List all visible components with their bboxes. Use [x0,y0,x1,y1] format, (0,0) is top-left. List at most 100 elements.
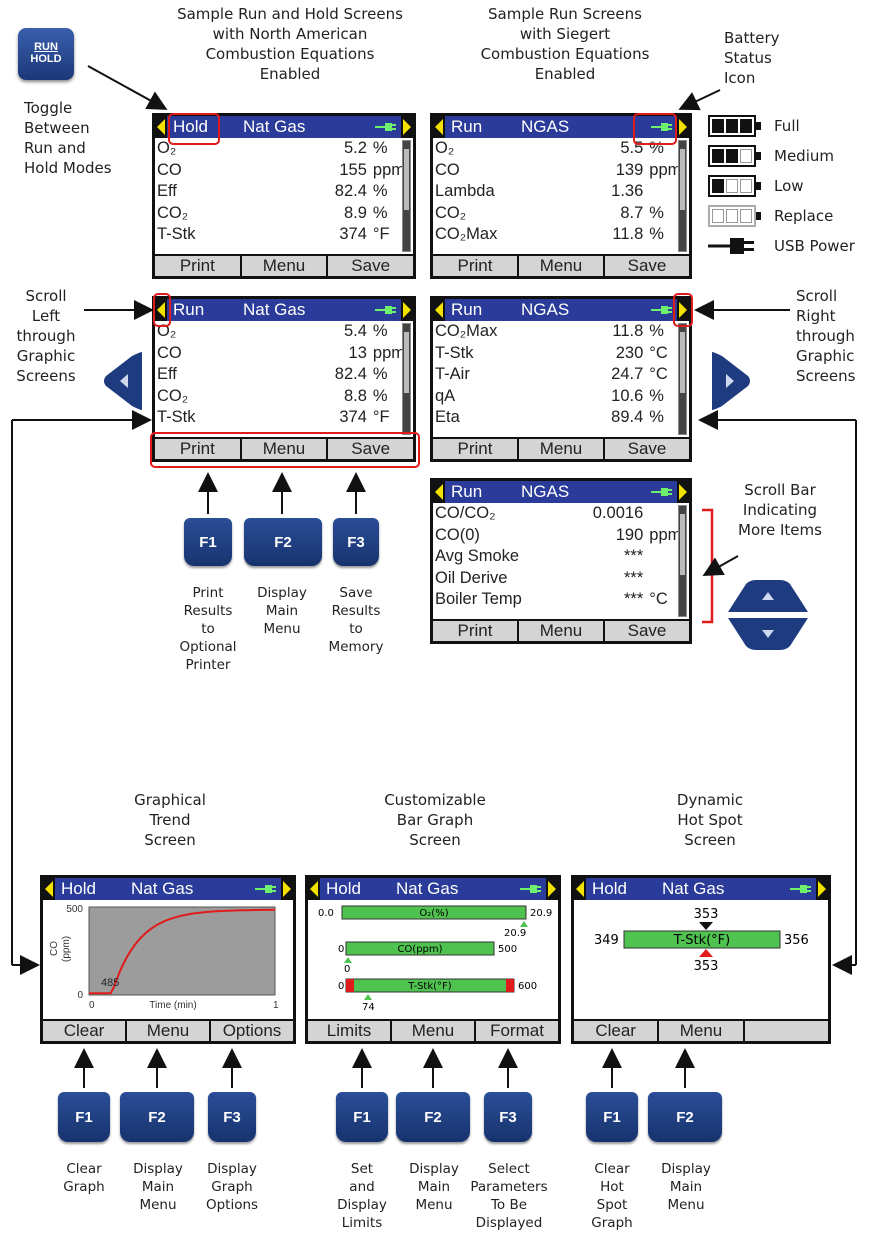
scroll-bar[interactable] [678,323,687,435]
softkey-menu[interactable]: Menu [519,256,605,276]
fuel-label: Nat Gas [243,117,306,136]
softkeys: Print Menu Save [155,437,413,459]
softkey-print[interactable]: Print [433,439,519,459]
scroll-bar[interactable] [402,140,411,252]
battery-replace-icon [708,205,761,227]
f1-key-bargraph[interactable]: F1 [336,1092,388,1142]
softkey-clear[interactable]: Clear [43,1021,127,1041]
reading-row: O₂ 5.4 % [157,321,413,343]
softkey-save[interactable]: Save [627,439,667,458]
scroll-left-highlight [153,293,171,327]
softkey-print[interactable]: Print [155,439,242,459]
reading-unit: % [372,139,388,157]
f1-key-top[interactable]: F1 [184,518,232,566]
scroll-up-key[interactable] [728,580,808,612]
fuel-label: NGAS [521,300,570,319]
scroll-bar-bracket [702,508,714,624]
softkey-format[interactable]: Format [490,1021,544,1040]
f2-key-top[interactable]: F2 [244,518,322,566]
scroll-right-key[interactable] [708,352,752,410]
softkeys: Print Menu Save [155,254,413,276]
softkey-menu[interactable]: Menu [242,256,329,276]
softkey-menu[interactable]: Menu [392,1021,476,1041]
reading-value: 374 [339,225,367,243]
analyzer-screen-s4: Run NGAS CO₂Max 11.8 % T-Stk 230 °C T-Ai… [430,296,692,462]
x-axis-label: Time (min) [149,1000,196,1011]
reading-unit: % [649,322,664,340]
f2-key-hotspot[interactable]: F2 [648,1092,722,1142]
reading-label: CO [157,343,182,362]
reading-row: Boiler Temp *** °C [435,589,689,611]
f3-key-trend[interactable]: F3 [208,1092,256,1142]
reading-row: CO 13 ppm [157,343,413,365]
fuel-label: Nat Gas [243,300,306,319]
reading-unit: % [372,203,388,222]
reading-value: 230 [615,343,644,362]
bar2-min: 0 [338,944,344,955]
reading-label: T-Stk [435,343,474,362]
reading-label: T-Stk [157,408,196,426]
f3-key-top[interactable]: F3 [333,518,379,566]
reading-row: Eff 82.4 % [157,364,413,386]
scroll-down-key[interactable] [728,618,808,650]
softkey-print[interactable]: Print [433,256,519,276]
softkey-save[interactable]: Save [351,256,391,275]
scroll-bar[interactable] [678,505,687,617]
softkey-save[interactable]: Save [627,621,667,640]
bar1-min: 0.0 [318,908,334,919]
f3-desc-top: Save Results to Memory [328,585,384,655]
reading-label: CO₂Max [435,225,498,243]
softkey-clear[interactable]: Clear [574,1021,660,1041]
softkeys: Print Menu Save [433,619,689,641]
scroll-right-arrow-icon [677,116,689,138]
scroll-right-arrow-icon [401,299,413,321]
reading-label: T-Air [435,365,470,383]
reading-row: CO/CO₂ 0.0016 [435,503,689,525]
softkey-save[interactable]: Save [627,256,667,275]
bar3-max: 600 [518,981,537,992]
reading-row: Eff 82.4 % [157,181,413,203]
bar3-marker [364,994,372,1000]
softkey-menu[interactable]: Menu [519,621,605,641]
reading-label: Boiler Temp [435,590,522,608]
trend-chart: 500 0 CO (ppm) 485 0 Time (min) 1 [49,904,279,1011]
readings: CO/CO₂ 0.0016 CO(0) 190 ppm Avg Smoke **… [433,503,689,619]
f2-key-trend[interactable]: F2 [120,1092,194,1142]
f2-desc-hotspot: Display Main Menu [661,1161,711,1213]
scroll-bar[interactable] [402,323,411,435]
softkey-menu[interactable]: Menu [127,1021,211,1041]
analyzer-screen-s5: Run NGAS CO/CO₂ 0.0016 CO(0) 190 ppm Avg… [430,478,692,644]
usb-plug-icon [251,884,281,894]
battery-low-icon [708,175,761,197]
scroll-bar[interactable] [678,140,687,252]
reading-row: qA 10.6 % [435,386,689,408]
softkey-print[interactable]: Print [433,621,519,641]
scroll-left-arrow-icon [308,878,320,900]
reading-label: CO [435,160,460,179]
reading-unit: % [649,386,664,405]
scroll-left-key[interactable] [102,352,146,410]
reading-value: 82.4 [334,365,367,383]
f2-desc-trend: Display Main Menu [133,1161,183,1213]
reading-label: O₂ [157,322,177,340]
reading-value: 11.8 [612,225,644,243]
softkey-menu[interactable]: Menu [659,1021,745,1041]
softkey-menu[interactable]: Menu [519,439,605,459]
reading-label: Eta [435,408,460,426]
f1-key-hotspot[interactable]: F1 [586,1092,638,1142]
softkey-options[interactable]: Options [222,1021,282,1040]
down-arrow-icon [762,630,774,638]
reading-value: 139 [615,160,644,179]
toggle-caption: Toggle Between Run and Hold Modes [24,99,112,177]
softkey-print[interactable]: Print [155,256,242,276]
f2-key-bargraph[interactable]: F2 [396,1092,470,1142]
up-arrow-icon [762,592,774,600]
run-hold-key[interactable]: RUN HOLD [18,28,74,80]
f1-key-trend[interactable]: F1 [58,1092,110,1142]
softkey-menu[interactable]: Menu [242,439,329,459]
softkey-limits[interactable]: Limits [308,1021,392,1041]
analyzer-screen-s1: Hold Nat Gas O₂ 5.2 % CO 155 ppm Eff 82.… [152,113,416,279]
softkey-save[interactable]: Save [351,439,391,458]
f3-key-bargraph[interactable]: F3 [484,1092,532,1142]
reading-unit: °C [649,343,668,362]
